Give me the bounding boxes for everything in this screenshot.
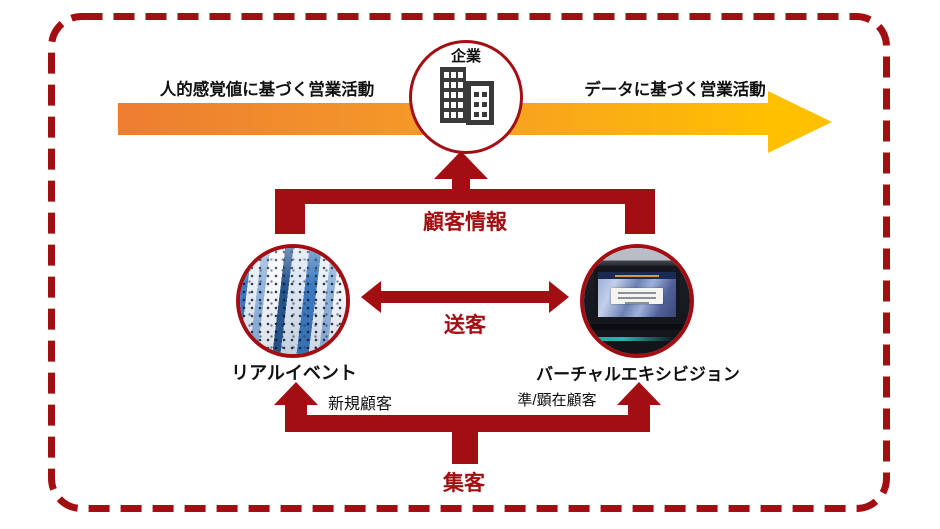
- axis-label-left: 人的感覚値に基づく営業活動: [159, 81, 375, 99]
- laptop-screen: [593, 266, 681, 322]
- virtual-exhibition-label: バーチャルエキシビジョン: [536, 365, 740, 384]
- real-event-photo: [236, 244, 350, 358]
- fork-right-stem: [628, 403, 650, 417]
- company-label: 企業: [450, 48, 481, 65]
- laptop-webinar-image: [584, 248, 690, 354]
- customer-info-bracket-bar: [275, 189, 655, 204]
- screen-text-box: [610, 288, 664, 305]
- bidirectional-arrow: [361, 281, 569, 313]
- customer-info-bracket-right-leg: [625, 189, 655, 234]
- fork-left-arrowhead: [274, 382, 318, 405]
- real-event-label: リアルイベント: [231, 363, 357, 383]
- axis-label-right: データに基づく営業活動: [584, 81, 766, 99]
- new-customers-label: 新規顧客: [327, 396, 392, 413]
- dashed-border: [48, 13, 890, 512]
- attract-customers-label: 集客: [443, 472, 485, 495]
- potential-customers-label: 準/顕在顧客: [517, 392, 597, 409]
- screen-text-line: [624, 302, 650, 305]
- company-building-icon: [440, 67, 494, 125]
- company-node: 企業: [409, 40, 523, 154]
- screen-banner-text-line: [614, 275, 660, 278]
- customer-info-label: 顧客情報: [423, 211, 507, 234]
- screen-text-line: [617, 297, 657, 300]
- screen-banner: [597, 272, 677, 280]
- fork-right-arrowhead: [617, 382, 661, 405]
- fork-left-stem: [285, 403, 307, 417]
- trade-show-aerial-image: [240, 248, 346, 354]
- laptop-hinge: [588, 324, 686, 331]
- customer-info-up-arrow: [434, 151, 488, 192]
- screen-text-line: [617, 292, 657, 295]
- laptop-glint: [594, 337, 676, 342]
- fork-bar: [285, 415, 650, 432]
- customer-info-bracket-left-leg: [275, 189, 305, 234]
- send-customers-label: 送客: [444, 314, 486, 337]
- virtual-exhibition-photo: [580, 244, 694, 358]
- fork-center-stem: [452, 432, 478, 464]
